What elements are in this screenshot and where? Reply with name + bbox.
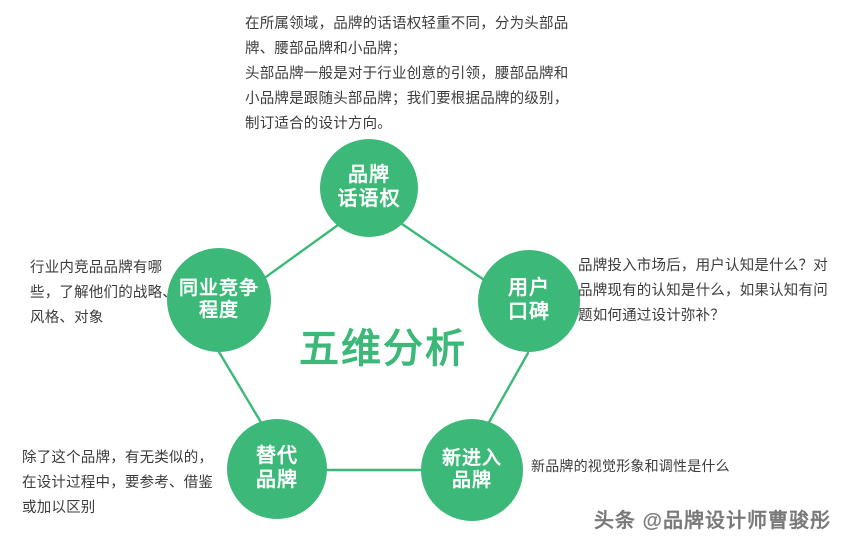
note-user-reputation: 品牌投入市场后，用户认知是什么？对品牌现有的认知是什么，如果认知有问题如何通过设… xyxy=(578,258,828,324)
node-substitute-brand-line2: 品牌 xyxy=(256,469,298,491)
note-competition: 行业内竞品品牌有哪些，了解他们的战略、风格、对象 xyxy=(30,260,177,326)
node-new-brand-line1: 新进入 xyxy=(441,447,502,469)
note-substitute-brand: 除了这个品牌，有无类似的，在设计过程中，要参考、借鉴或加以区别 xyxy=(22,450,214,516)
note-brand-voice: 在所属领域，品牌的话语权轻重不同，分为头部品牌、腰部品牌和小品牌； 头部品牌一般… xyxy=(245,16,569,132)
node-substitute-brand-line1: 替代 xyxy=(256,445,298,468)
node-brand-voice-line2: 话语权 xyxy=(337,188,401,210)
watermark: 头条 @品牌设计师曹骏彤 xyxy=(593,510,831,532)
node-competition-degree-line1: 同业竞争 xyxy=(178,277,259,299)
node-user-reputation-line1: 用户 xyxy=(508,277,550,300)
node-user-reputation[interactable]: 用户 口碑 xyxy=(478,250,580,352)
node-brand-voice-line1: 品牌 xyxy=(348,164,390,187)
node-substitute-brand[interactable]: 替代 品牌 xyxy=(227,419,327,519)
node-new-brand[interactable]: 新进入 品牌 xyxy=(421,419,523,521)
node-competition-degree[interactable]: 同业竞争 程度 xyxy=(167,248,271,352)
node-competition-degree-line2: 程度 xyxy=(198,300,239,321)
node-brand-voice[interactable]: 品牌 话语权 xyxy=(320,139,418,237)
diagram-center-title: 五维分析 xyxy=(299,327,467,371)
node-user-reputation-line2: 口碑 xyxy=(508,301,550,323)
node-new-brand-line2: 品牌 xyxy=(451,470,492,491)
note-new-brand: 新品牌的视觉形象和调性是什么 xyxy=(531,458,730,474)
